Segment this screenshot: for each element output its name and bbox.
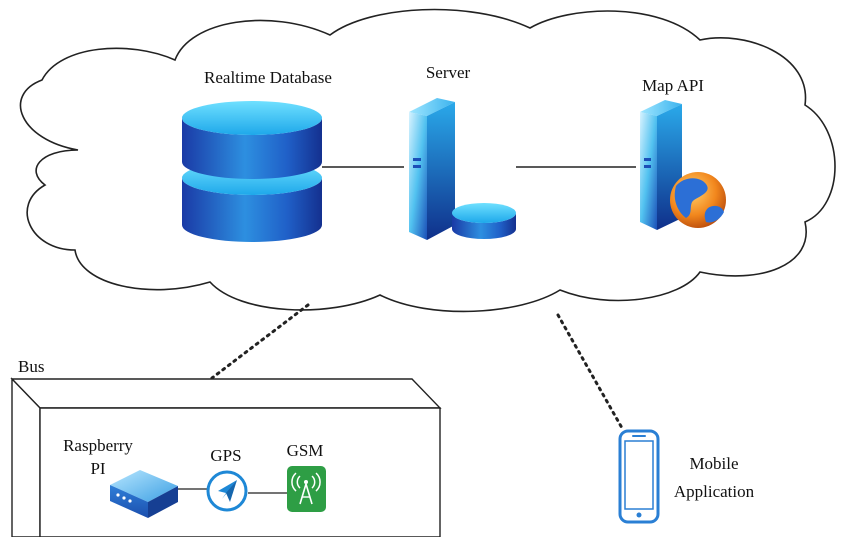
cloud-mobile-link [556, 313, 624, 430]
gsm-icon [287, 466, 326, 512]
bus-label: Bus [18, 357, 44, 376]
gsm-label: GSM [287, 441, 324, 460]
map-api-icon [640, 100, 726, 230]
raspberry-label-line2: PI [90, 459, 105, 478]
database-label: Realtime Database [204, 68, 332, 87]
mobile-phone-icon [618, 429, 660, 524]
mobile-label-line1: Mobile [689, 454, 738, 473]
raspberry-label-line1: Raspberry [63, 436, 133, 455]
gps-icon [206, 470, 248, 512]
database-icon [182, 101, 322, 242]
cloud-bus-link [210, 303, 310, 380]
globe-icon [670, 172, 726, 228]
mobile-label-line2: Application [674, 482, 755, 501]
server-label: Server [426, 63, 471, 82]
raspberry-pi-icon [110, 470, 178, 518]
gps-label: GPS [210, 446, 241, 465]
map-api-label: Map API [642, 76, 704, 95]
server-icon [409, 98, 516, 240]
